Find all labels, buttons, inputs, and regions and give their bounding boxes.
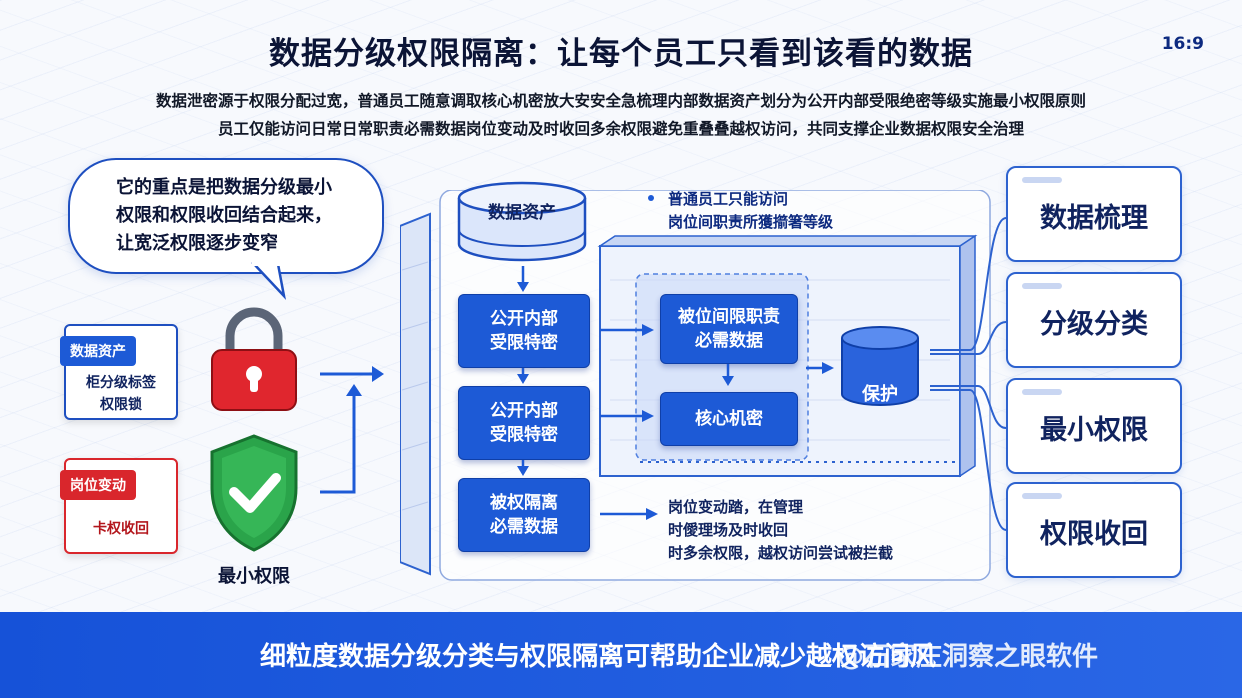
flow-node-2: 公开内部 受限特密 bbox=[458, 386, 590, 460]
flow-node-1-text: 公开内部 受限特密 bbox=[490, 309, 558, 353]
padlock-icon bbox=[211, 307, 297, 411]
card-decoration bbox=[1022, 177, 1062, 183]
shield-check-icon bbox=[210, 434, 298, 552]
database-icon bbox=[457, 181, 587, 262]
blue-doc-tag: 数据资产 bbox=[60, 336, 136, 366]
aspect-ratio-label: 16:9 bbox=[1161, 34, 1204, 54]
flow-node-3: 被权隔离 必需数据 bbox=[458, 478, 590, 552]
shield-caption: 最小权限 bbox=[218, 566, 290, 587]
document-icon: 数据资产 柜分级标签 权限锁 bbox=[60, 324, 178, 420]
footer-text: 细粒度数据分级分类与权限隔离可帮助企业减少越权访问风 bbox=[260, 642, 937, 672]
right-card-2: 分级分类 bbox=[1006, 272, 1182, 368]
inner-node-2-text: 核心机密 bbox=[695, 409, 763, 429]
right-connectors bbox=[930, 217, 1007, 531]
top-note-line-2: 岗位间职责所獲擶箸等级 bbox=[668, 213, 834, 231]
flow-arrows bbox=[517, 266, 834, 520]
protect-database-icon bbox=[841, 326, 919, 406]
left-connector-arrows bbox=[320, 366, 384, 494]
blue-doc-line-1: 柜分级标签 bbox=[86, 375, 156, 391]
right-card-1-label: 数据梳理 bbox=[1040, 203, 1148, 234]
card-decoration bbox=[1022, 493, 1062, 499]
blue-doc-line-2: 权限锁 bbox=[100, 397, 142, 413]
speech-bubble-text: 它的重点是把数据分级最小 权限和权限收回结合起来， 让宽泛权限逐步变窄 bbox=[116, 174, 332, 258]
asset-cylinder-label: 数据资产 bbox=[488, 203, 556, 223]
speech-bubble: 它的重点是把数据分级最小 权限和权限收回结合起来， 让宽泛权限逐步变窄 bbox=[68, 158, 384, 274]
document-icon-red: 岗位变动 卡权收回 bbox=[60, 458, 178, 554]
inner-node-2: 核心机密 bbox=[660, 392, 798, 446]
right-card-4-label: 权限收回 bbox=[1040, 519, 1148, 550]
bottom-note: 岗位变动踏，在管理 时僾理场及时收回 时多余权限，越权访问尝试被拦截 bbox=[668, 496, 893, 565]
subtitle-line-2: 员工仅能访问日常日常职责必需数据岗位变动及时收回多余权限避免重叠叠越权访问，共同… bbox=[217, 120, 1024, 138]
right-card-3-label: 最小权限 bbox=[1040, 415, 1148, 446]
top-note-line-1: 普通员工只能访问 bbox=[668, 190, 789, 208]
bubble-tail bbox=[251, 262, 287, 300]
bubble-line-3: 让宽泛权限逐步变窄 bbox=[116, 233, 278, 254]
inner-node-1-text: 被位间限职责 必需数据 bbox=[678, 307, 780, 351]
bottom-note-line-3: 时多余权限，越权访问尝试被拦截 bbox=[668, 544, 894, 562]
right-card-2-label: 分级分类 bbox=[1040, 309, 1148, 340]
inner-node-1: 被位间限职责 必需数据 bbox=[660, 294, 798, 364]
bottom-note-line-2: 时僾理场及时收回 bbox=[668, 521, 789, 539]
bubble-line-1: 它的重点是把数据分级最小 bbox=[116, 177, 332, 198]
bottom-note-line-1: 岗位变动踏，在管理 bbox=[668, 498, 804, 516]
flow-node-2-text: 公开内部 受限特密 bbox=[490, 401, 558, 445]
right-card-3: 最小权限 bbox=[1006, 378, 1182, 474]
protect-label: 保护 bbox=[862, 384, 898, 405]
subtitle-line-1: 数据泄密源于权限分配过宽，普通员工随意调取核心机密放大安安全急梳理内部数据资产划… bbox=[155, 92, 1086, 110]
blue-doc-body: 柜分级标签 权限锁 bbox=[66, 372, 176, 416]
flow-node-1: 公开内部 受限特密 bbox=[458, 294, 590, 368]
bubble-line-2: 权限和权限收回结合起来， bbox=[116, 205, 332, 226]
right-card-4: 权限收回 bbox=[1006, 482, 1182, 578]
watermark: @石家庄洞察之眼软件 bbox=[838, 642, 1099, 672]
card-decoration bbox=[1022, 283, 1062, 289]
red-doc-body: 卡权收回 bbox=[93, 521, 149, 537]
footer-banner: 细粒度数据分级分类与权限隔离可帮助企业减少越权访问风 @石家庄洞察之眼软件 bbox=[0, 612, 1242, 698]
flow-node-3-text: 被权隔离 必需数据 bbox=[490, 493, 558, 537]
note-bullet bbox=[648, 195, 654, 201]
page-title: 数据分级权限隔离：让每个员工只看到该看的数据 bbox=[269, 36, 973, 72]
right-card-1: 数据梳理 bbox=[1006, 166, 1182, 262]
card-decoration bbox=[1022, 389, 1062, 395]
top-note: 普通员工只能访问 岗位间职责所獲擶箸等级 bbox=[668, 188, 833, 234]
red-doc-tag: 岗位变动 bbox=[60, 470, 136, 500]
